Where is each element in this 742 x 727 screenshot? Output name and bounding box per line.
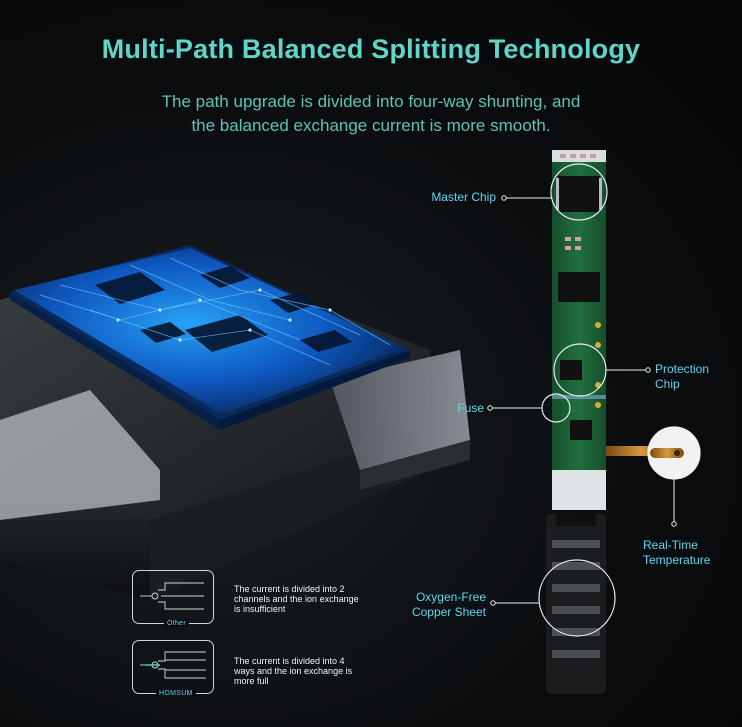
legend-other-text: The current is divided into 2 channels a… — [234, 584, 384, 614]
temp-sensor-tip — [674, 450, 680, 456]
leader-dots — [487, 195, 677, 606]
callout-protection-chip: Protection Chip — [655, 362, 735, 392]
homsum-four-channel-diagram — [140, 651, 206, 679]
leader-lines — [490, 197, 675, 604]
legend-other-line-2: channels and the ion exchange — [234, 594, 359, 604]
callout-protection-chip-line-1: Protection — [655, 362, 710, 376]
legend-homsum-line-2: ways and the ion exchange is — [234, 666, 353, 676]
legend-homsum-tag: HOMSUM — [156, 690, 196, 697]
callout-temp-line-2: Temperature — [643, 553, 711, 567]
subtitle-line-1: The path upgrade is divided into four-wa… — [161, 92, 581, 111]
other-two-channel-diagram — [140, 582, 204, 610]
callout-master-chip-label: Master Chip — [431, 190, 496, 204]
legend-homsum-line-3: more full — [234, 676, 269, 686]
legend-other-tag: Other — [164, 620, 190, 627]
legend-homsum-line-1: The current is divided into 4 — [234, 656, 345, 666]
legend-other-box — [132, 570, 214, 624]
circuit-board — [10, 245, 410, 430]
copper-terminal — [546, 514, 606, 694]
callout-protection-chip-line-2: Chip — [655, 377, 680, 391]
legend-homsum-box — [132, 640, 214, 694]
page-subtitle: The path upgrade is divided into four-wa… — [0, 90, 742, 138]
callout-copper-line-2: Copper Sheet — [411, 605, 486, 619]
legend-other-line-3: is insufficient — [234, 604, 286, 614]
protection-board — [552, 150, 676, 510]
callout-copper-line-1: Oxygen-Free — [415, 590, 486, 604]
page-title: Multi-Path Balanced Splitting Technology — [101, 34, 641, 64]
legend-other-line-1: The current is divided into 2 — [234, 584, 345, 594]
legend-homsum-text: The current is divided into 4 ways and t… — [234, 656, 384, 686]
callout-temp-line-1: Real-Time — [643, 538, 698, 552]
callout-master-chip: Master Chip — [404, 190, 496, 205]
callout-fuse-label: Fuse — [457, 401, 484, 415]
callout-fuse: Fuse — [430, 401, 484, 416]
callout-copper-sheet: Oxygen-Free Copper Sheet — [390, 590, 486, 620]
subtitle-line-2: the balanced exchange current is more sm… — [191, 116, 551, 135]
callout-real-time-temperature: Real-Time Temperature — [643, 538, 733, 568]
